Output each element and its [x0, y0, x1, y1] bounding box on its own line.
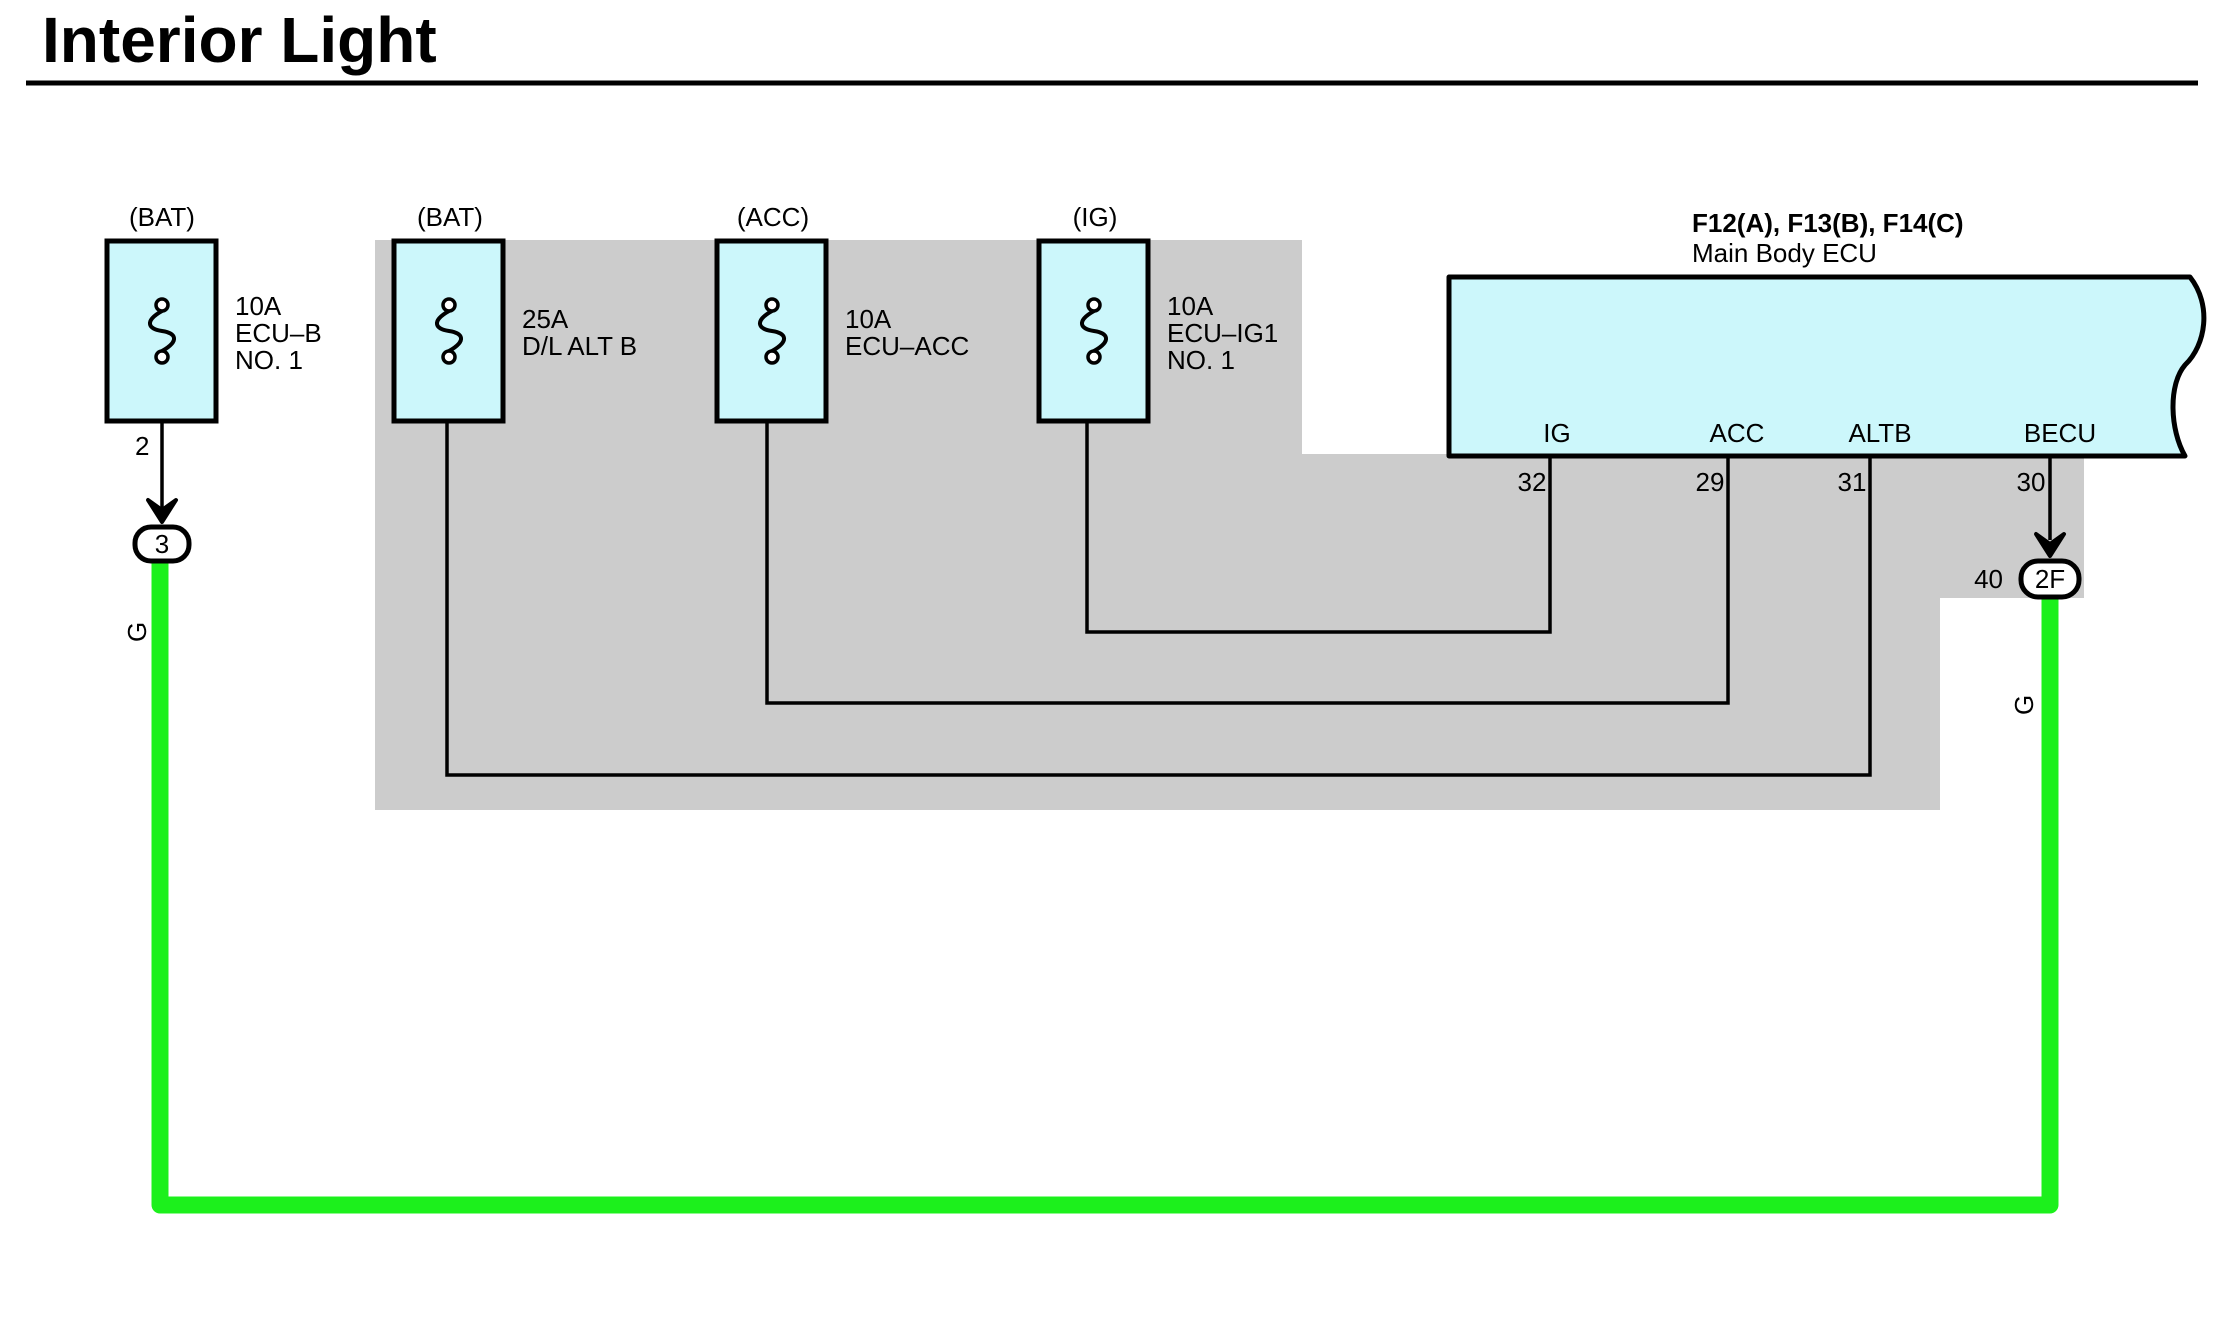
fuse-number: NO. 1: [1167, 345, 1235, 375]
fuse-name: ECU–B: [235, 318, 322, 348]
ecu-terminal-name: ACC: [1710, 418, 1765, 448]
connector-left-label: 3: [155, 529, 169, 559]
page-title: Interior Light: [42, 4, 437, 76]
fuse-source-label: (ACC): [737, 202, 809, 232]
fuse-name: ECU–ACC: [845, 331, 969, 361]
connector-right-pin: 40: [1974, 564, 2003, 594]
fuse-source-label: (BAT): [129, 202, 195, 232]
wire-altb: [445, 376, 1872, 777]
fuse-rating: 25A: [522, 304, 569, 334]
ecu-terminal-name: BECU: [2024, 418, 2096, 448]
fuse-rating: 10A: [1167, 291, 1214, 321]
wire-ig: [1085, 376, 1552, 634]
fuse-number: NO. 1: [235, 345, 303, 375]
ecu-terminal-pin: 29: [1696, 467, 1725, 497]
green-wire: [151, 551, 2059, 1214]
arrow-icon: [146, 498, 178, 524]
ecu-box: [1446, 274, 2207, 459]
wire-color-label-left: G: [122, 622, 152, 642]
ecu-connectors: F12(A), F13(B), F14(C): [1692, 208, 1964, 238]
ecu-terminal-pin: 30: [2017, 467, 2046, 497]
connector-right-label: 2F: [2035, 564, 2065, 594]
fuse-source-label: (BAT): [417, 202, 483, 232]
connector-right: [2018, 558, 2082, 600]
wire-acc: [765, 376, 1730, 705]
fuse-name: D/L ALT B: [522, 331, 637, 361]
ecu-terminal-pin: 31: [1838, 467, 1867, 497]
ecu-terminal-name: ALTB: [1848, 418, 1911, 448]
fuse-pin: 2: [135, 431, 149, 461]
arrow-icon: [2034, 532, 2066, 558]
ecu-name: Main Body ECU: [1692, 238, 1877, 268]
fuse-name: ECU–IG1: [1167, 318, 1278, 348]
wire-color-label-right: G: [2009, 695, 2039, 715]
ecu-terminal-name: IG: [1543, 418, 1570, 448]
ecu-terminal-pin: 32: [1518, 467, 1547, 497]
fuse-rating: 10A: [845, 304, 892, 334]
fuse-source-label: (IG): [1073, 202, 1118, 232]
fuse-rating: 10A: [235, 291, 282, 321]
connector-left: [132, 524, 192, 564]
